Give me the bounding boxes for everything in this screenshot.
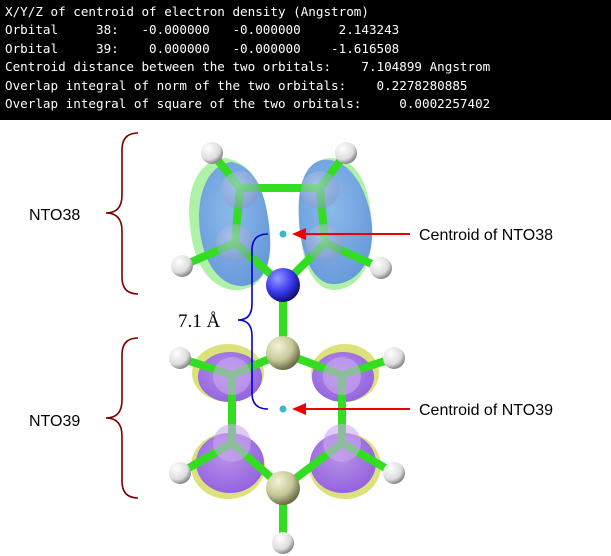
centroid-nto38-marker (279, 230, 287, 238)
hydrogen-atom (201, 142, 223, 164)
molecule-diagram: NTO38 NTO39 7.1 Å Centroid of NTO38 Cent… (29, 132, 553, 554)
atom-inside-lobe (323, 357, 361, 395)
atom-inside-lobe (323, 424, 361, 462)
distance-brace (237, 233, 269, 410)
hydrogen-atom (272, 532, 294, 554)
carbon-atom (266, 471, 300, 505)
atom-inside-lobe (306, 224, 344, 262)
terminal-line-header: X/Y/Z of centroid of electron density (A… (5, 4, 369, 19)
centroid39-arrowhead (292, 403, 306, 415)
centroid-nto39-marker (279, 405, 287, 413)
terminal-line-orbital-38: Orbital 38: -0.000000 -0.000000 2.143243 (5, 22, 400, 38)
hydrogen-atom (335, 142, 357, 164)
centroid38-label: Centroid of NTO38 (419, 227, 553, 244)
hydrogen-atom (169, 462, 191, 484)
terminal-line-overlap-norm: Overlap integral of norm of the two orbi… (5, 77, 468, 93)
nto38-brace (105, 132, 139, 295)
arrows (292, 228, 410, 415)
hydrogen-atom (370, 257, 392, 279)
centroid39-label: Centroid of NTO39 (419, 402, 553, 419)
atom-inside-lobe (213, 357, 251, 395)
atom-inside-lobe (213, 424, 251, 462)
terminal-line-centroid-distance: Centroid distance between the two orbita… (5, 59, 491, 75)
nto38-label: NTO38 (29, 207, 80, 224)
nto39-label: NTO39 (29, 413, 80, 430)
hydrogen-atom (171, 255, 193, 277)
terminal-line-overlap-square: Overlap integral of square of the two or… (5, 95, 491, 111)
hydrogen-atoms (169, 142, 405, 554)
atom-inside-lobe (221, 171, 259, 209)
terminal-output: X/Y/Z of centroid of electron density (A… (0, 0, 611, 120)
centroid38-arrowhead (292, 228, 306, 240)
atom-inside-lobe (216, 224, 254, 262)
hydrogen-atom (383, 347, 405, 369)
terminal-line-orbital-39: Orbital 39: 0.000000 -0.000000 -1.616508 (5, 40, 400, 56)
nitrogen-atom (266, 268, 300, 302)
distance-label: 7.1 Å (178, 311, 221, 332)
hydrogen-atom (383, 462, 405, 484)
hydrogen-atom (169, 347, 191, 369)
atom-inside-lobe (301, 171, 339, 209)
carbon-atom (266, 336, 300, 370)
nto39-brace (105, 337, 139, 499)
